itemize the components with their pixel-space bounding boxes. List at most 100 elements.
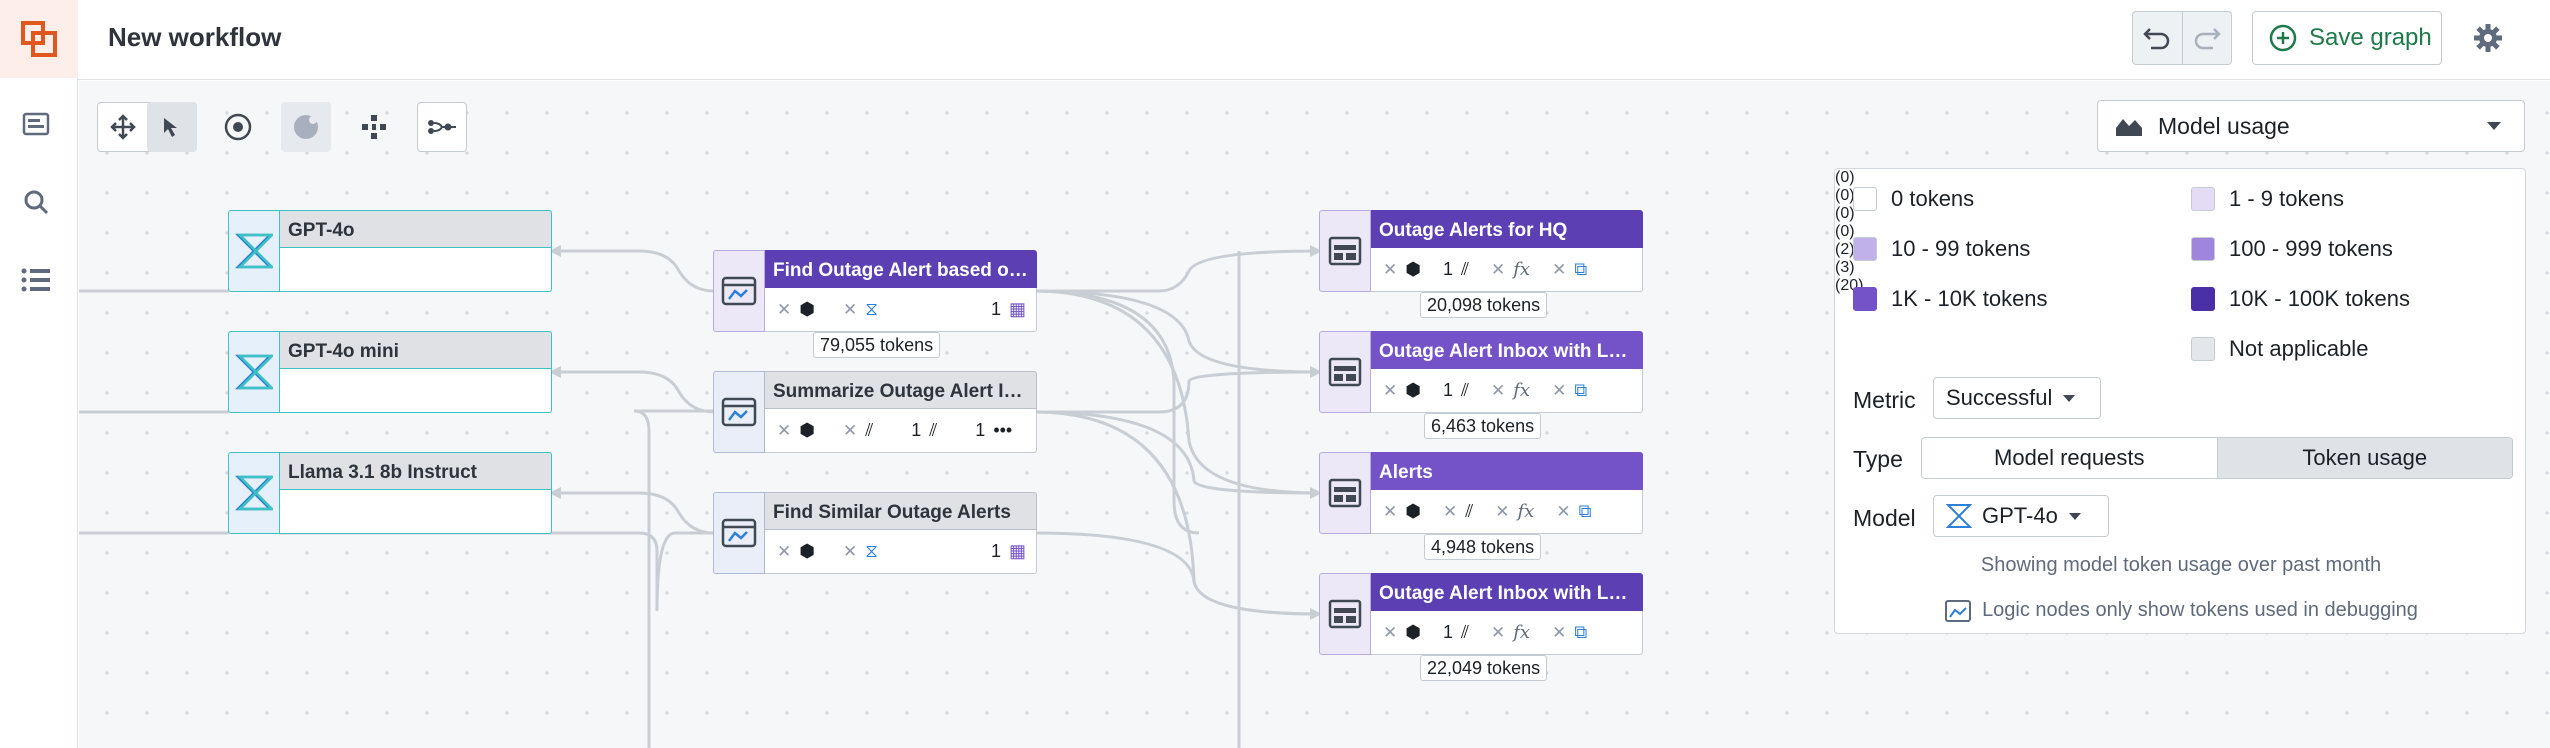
type-label: Type	[1853, 446, 1903, 472]
model-icon	[1946, 504, 1972, 528]
model-node[interactable]: GPT-4o	[228, 210, 552, 292]
legend-item[interactable]: 10K - 100K tokens	[2191, 284, 2410, 314]
legend-swatch	[1853, 287, 1877, 311]
legend-item[interactable]: 10 - 99 tokens	[1853, 234, 2030, 264]
output-node[interactable]: Outage Alert Inbox with Logic ✕⬢ 1⫽ ✕fx …	[1319, 573, 1643, 655]
model-node-label: GPT-4o mini	[280, 331, 552, 369]
logic-icon: ⧉	[1574, 622, 1588, 642]
logic-node-label: Summarize Outage Alert Incid...	[765, 371, 1037, 409]
undo-button[interactable]	[2133, 12, 2183, 64]
model-icon	[228, 452, 280, 534]
select-icon[interactable]	[147, 102, 197, 152]
undo-redo-group	[2132, 11, 2232, 65]
layout-icon[interactable]	[349, 102, 399, 152]
model-icon	[228, 210, 280, 292]
area-chart-icon	[2116, 119, 2142, 136]
metric-select[interactable]: Successful	[1933, 377, 2101, 419]
logic-node-label: Find Similar Outage Alerts	[765, 492, 1037, 530]
model-label: Model	[1853, 505, 1916, 531]
spinner-icon[interactable]	[281, 102, 331, 152]
model-icon	[228, 331, 280, 413]
view-mode-select[interactable]: Model usage	[2097, 100, 2525, 152]
logic-icon	[713, 492, 765, 574]
caret-down-icon	[2068, 512, 2081, 520]
output-node-label: Alerts	[1371, 452, 1643, 490]
target-icon[interactable]	[213, 102, 263, 152]
output-node[interactable]: Outage Alerts for HQ ✕⬢ 1⫽ ✕fx ✕⧉	[1319, 210, 1643, 292]
widget-icon	[1319, 210, 1371, 292]
object-icon: ⬢	[1405, 380, 1421, 400]
legend-item[interactable]: 1 - 9 tokens	[2191, 184, 2344, 214]
model-node-label: GPT-4o	[280, 210, 552, 248]
legend-item[interactable]: 0 tokens	[1853, 184, 1974, 214]
logic-node[interactable]: Find Outage Alert based on de... ✕⬢ ✕⧖ 1…	[713, 250, 1037, 332]
object-icon: ⬢	[1405, 259, 1421, 279]
document-icon[interactable]	[18, 106, 54, 142]
transform-icon: ⫽	[1460, 259, 1470, 279]
transform-icon: ⫽	[865, 420, 874, 440]
left-rail	[0, 0, 78, 748]
function-icon: fx	[1513, 622, 1531, 643]
page-title: New workflow	[108, 22, 282, 52]
legend-swatch	[1853, 237, 1877, 261]
logic-icon	[1945, 600, 1972, 622]
metric-label: Metric	[1853, 387, 1916, 413]
object-icon: ⬢	[1405, 622, 1421, 642]
token-usage-option[interactable]: Token usage	[2216, 438, 2512, 478]
logic-node[interactable]: Summarize Outage Alert Incid... ✕⬢ ✕⫽ 1⫽…	[713, 371, 1037, 453]
function-icon: fx	[1517, 501, 1535, 522]
legend-panel: 0 tokens (0) 1 - 9 tokens (0) 10 - 99 to…	[1834, 168, 2526, 634]
logic-icon	[713, 371, 765, 453]
model-node[interactable]: Llama 3.1 8b Instruct	[228, 452, 552, 534]
logic-node[interactable]: Find Similar Outage Alerts ✕⬢ ✕⧖ 1▦	[713, 492, 1037, 574]
debugging-note: Logic nodes only show tokens used in deb…	[1835, 599, 2527, 623]
logic-icon	[713, 250, 765, 332]
output-node[interactable]: Outage Alert Inbox with Logic ... ✕⬢ 1⫽ …	[1319, 331, 1643, 413]
count-badge: 1	[990, 299, 1001, 319]
logic-icon: ⧉	[1574, 259, 1588, 279]
list-icon[interactable]	[18, 262, 54, 298]
usage-note: Showing model token usage over past mont…	[1980, 554, 2382, 576]
object-icon: ⬢	[799, 420, 815, 440]
move-icon[interactable]	[98, 102, 148, 152]
view-mode-label: Model usage	[2158, 112, 2290, 139]
logic-icon: ⧉	[1574, 380, 1588, 400]
model-node-label: Llama 3.1 8b Instruct	[280, 452, 552, 490]
widget-icon	[1319, 573, 1371, 655]
legend-swatch	[2191, 187, 2215, 211]
legend-swatch	[1853, 187, 1877, 211]
token-count: 4,948 tokens	[1424, 534, 1542, 560]
type-segmented-control: Model requests Token usage	[1921, 437, 2513, 479]
function-icon: fx	[1513, 380, 1531, 401]
count-badge: 1	[990, 541, 1001, 561]
save-graph-label: Save graph	[2309, 24, 2432, 51]
add-circle-icon	[2269, 24, 2297, 52]
model-icon: ⧖	[865, 541, 878, 561]
header-bar: New workflow Save graph	[78, 0, 2550, 80]
legend-item[interactable]: Not applicable	[2191, 334, 2368, 364]
token-count: 79,055 tokens	[813, 332, 941, 358]
legend-swatch	[2191, 287, 2215, 311]
legend-swatch	[2191, 337, 2215, 361]
object-icon: ⬢	[1405, 501, 1421, 521]
widget-icon	[1319, 331, 1371, 413]
transform-icon: ⫽	[1460, 622, 1470, 642]
model-select[interactable]: GPT-4o	[1933, 495, 2109, 537]
branch-icon[interactable]	[417, 102, 467, 152]
redo-button[interactable]	[2183, 12, 2232, 64]
save-graph-button[interactable]: Save graph	[2252, 11, 2442, 65]
caret-down-icon	[2487, 122, 2501, 130]
model-icon: ⧖	[865, 299, 878, 319]
graph-edges	[79, 245, 1322, 748]
output-node[interactable]: Alerts ✕⬢ ✕⫽ ✕fx ✕⧉	[1319, 452, 1643, 534]
model-requests-option[interactable]: Model requests	[1994, 445, 2145, 470]
model-node[interactable]: GPT-4o mini	[228, 331, 552, 413]
legend-item[interactable]: 100 - 999 tokens	[2191, 234, 2393, 264]
app-logo[interactable]	[0, 0, 78, 78]
gear-icon[interactable]	[2468, 18, 2508, 58]
legend-item[interactable]: 1K - 10K tokens	[1853, 284, 2048, 314]
output-node-label: Outage Alerts for HQ	[1371, 210, 1643, 248]
legend-swatch	[2191, 237, 2215, 261]
search-icon[interactable]	[18, 184, 54, 220]
logic-node-label: Find Outage Alert based on de...	[765, 250, 1037, 288]
